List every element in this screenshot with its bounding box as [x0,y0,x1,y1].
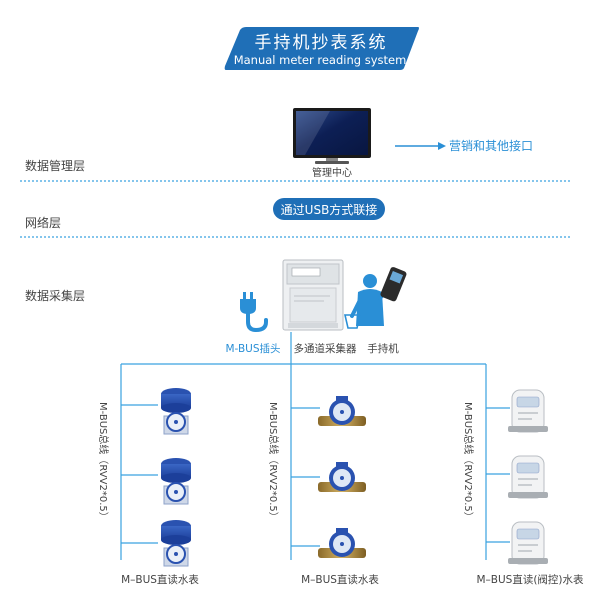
handheld-user-icon [343,274,393,329]
water-meter-icon [161,520,191,567]
management-center-label: 管理中心 [312,166,352,179]
water-meter-icon [161,388,191,435]
title-cn: 手持机抄表系统 [255,33,388,53]
monitor-icon [293,108,371,164]
layer-label-data-management: 数据管理层 [25,158,85,173]
title-banner: 手持机抄表系统 Manual meter reading system [224,27,419,70]
layer-label-network: 网络层 [25,215,61,230]
brass-water-meter-icon [318,528,366,558]
valve-water-meter-icon [508,521,548,565]
layer-label-data-collection: 数据采集层 [25,288,85,303]
plug-icon [240,292,268,333]
handheld-label: 手持机 [367,342,399,355]
bottom-label-2: M–BUS直读水表 [301,573,379,586]
bus-label-3: M-BUS总线（RVV2*0.5） [462,402,475,522]
handheld-device-icon [380,267,407,302]
bus-label-2: M-BUS总线（RVV2*0.5） [267,402,280,522]
arrow-right-icon [395,142,446,150]
bus-label-1: M-BUS总线（RVV2*0.5） [97,402,110,522]
brass-water-meter-icon [318,462,366,492]
water-meter-icon [161,458,191,505]
title-en: Manual meter reading system [234,53,407,67]
network-bar: 通过USB方式联接 [273,198,385,220]
collector-device-icon [282,259,344,331]
network-label: 通过USB方式联接 [281,202,378,217]
valve-water-meter-icon [508,455,548,499]
brass-water-meter-icon [318,396,366,426]
bus-topology-lines [120,332,510,560]
interface-label: 营销和其他接口 [449,138,533,153]
valve-water-meter-icon [508,389,548,433]
plug-label: M-BUS插头 [225,342,280,355]
bottom-label-3: M–BUS直读(阀控)水表 [476,573,584,586]
collector-label: 多通道采集器 [294,342,357,355]
bottom-label-1: M–BUS直读水表 [121,573,199,586]
